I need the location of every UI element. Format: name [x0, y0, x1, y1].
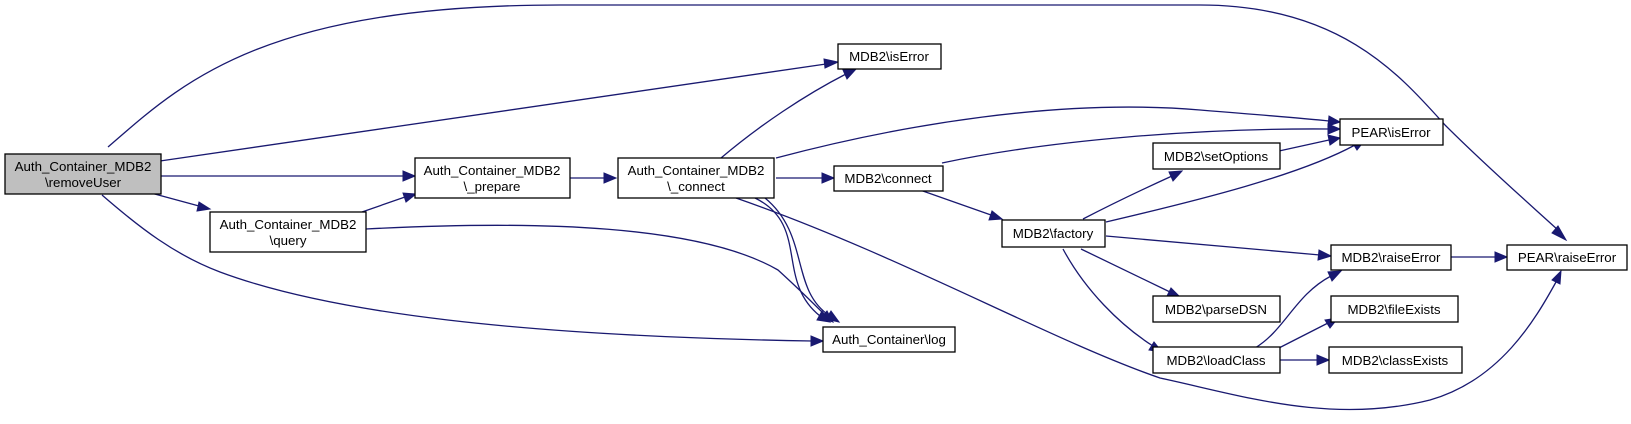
node-label: MDB2\factory: [1013, 226, 1094, 241]
nodes: Auth_Container_MDB2 \removeUser Auth_Con…: [4, 43, 1628, 374]
edge-loadclass-to-fileexists: [1274, 317, 1340, 351]
node-label-line2: \query: [270, 233, 307, 248]
node-mdb2-fileexists[interactable]: MDB2\fileExists: [1330, 295, 1459, 323]
edge-root-to-prepare: [160, 170, 417, 182]
node-connect-ac[interactable]: Auth_Container_MDB2 \_connect: [617, 157, 775, 199]
node-label-line2: \_prepare: [464, 179, 521, 194]
node-label: MDB2\raiseError: [1341, 250, 1441, 265]
node-mdb2-loadclass[interactable]: MDB2\loadClass: [1152, 346, 1281, 374]
node-mdb2-connect[interactable]: MDB2\connect: [833, 165, 944, 192]
edge-mdb2-connect-to-factory: [919, 189, 1004, 221]
edge-factory-to-setoptions: [1082, 170, 1184, 220]
node-label: MDB2\isError: [849, 49, 929, 64]
node-label-line2: \removeUser: [45, 175, 122, 190]
edge-factory-to-parsedsn: [1080, 248, 1182, 298]
edge-root-to-pear-raiseerror: [107, 4, 1568, 242]
edge-connect-to-mdb2-iserror: [720, 68, 858, 159]
node-label: MDB2\classExists: [1342, 353, 1449, 368]
edge-setoptions-to-pear-iserror: [1278, 134, 1342, 152]
node-mdb2-factory[interactable]: MDB2\factory: [1001, 219, 1106, 248]
node-mdb2-parsedsn[interactable]: MDB2\parseDSN: [1152, 295, 1281, 323]
edges: [101, 4, 1568, 411]
node-label: PEAR\isError: [1351, 125, 1431, 140]
edge-query-to-prepare: [361, 192, 418, 213]
edge-query-to-auth-log: [365, 224, 835, 323]
edge-loadclass-to-mdb2-raiseerror: [1254, 270, 1343, 349]
edge-connect-to-auth-log-2: [754, 197, 832, 323]
node-label-line1: Auth_Container_MDB2: [15, 159, 152, 174]
edge-root-to-auth-log: [101, 194, 825, 347]
node-auth-container-log[interactable]: Auth_Container\log: [822, 326, 956, 353]
edge-connect-to-pear-raiseerror: [735, 197, 1562, 411]
edge-root-to-query: [150, 192, 212, 212]
node-label: Auth_Container\log: [832, 332, 946, 347]
node-label: MDB2\loadClass: [1166, 353, 1265, 368]
node-label: MDB2\setOptions: [1164, 149, 1269, 164]
node-mdb2-raiseerror[interactable]: MDB2\raiseError: [1330, 244, 1452, 271]
node-label: PEAR\raiseError: [1518, 250, 1617, 265]
edge-loadclass-to-classexists: [1279, 354, 1331, 366]
edge-root-to-mdb2-iserror: [159, 58, 840, 162]
node-label-line1: Auth_Container_MDB2: [220, 217, 357, 232]
node-label: MDB2\parseDSN: [1165, 302, 1267, 317]
node-pear-iserror[interactable]: PEAR\isError: [1339, 118, 1444, 146]
node-label: MDB2\connect: [844, 171, 932, 186]
node-mdb2-setoptions[interactable]: MDB2\setOptions: [1152, 142, 1281, 170]
node-label-line2: \_connect: [667, 179, 725, 194]
edge-factory-to-mdb2-raiseerror: [1105, 235, 1333, 261]
edge-connect-to-pear-iserror-top: [775, 106, 1342, 159]
node-root-removeuser[interactable]: Auth_Container_MDB2 \removeUser: [4, 153, 162, 195]
node-query[interactable]: Auth_Container_MDB2 \query: [209, 211, 367, 253]
node-label-line1: Auth_Container_MDB2: [628, 163, 765, 178]
node-label: MDB2\fileExists: [1347, 302, 1440, 317]
node-prepare[interactable]: Auth_Container_MDB2 \_prepare: [414, 157, 571, 199]
edge-prepare-to-connect: [570, 172, 618, 184]
node-label-line1: Auth_Container_MDB2: [424, 163, 561, 178]
edge-mdb2-raiseerror-to-pear-raiseerror: [1451, 251, 1509, 263]
node-pear-raiseerror[interactable]: PEAR\raiseError: [1506, 244, 1628, 271]
edge-connect-to-auth-log: [764, 197, 841, 323]
node-mdb2-classexists[interactable]: MDB2\classExists: [1328, 346, 1463, 374]
edge-connect-to-mdb2-connect: [776, 172, 836, 184]
node-mdb2-iserror[interactable]: MDB2\isError: [837, 43, 942, 70]
edge-mdb2-connect-to-pear-iserror: [941, 123, 1342, 164]
